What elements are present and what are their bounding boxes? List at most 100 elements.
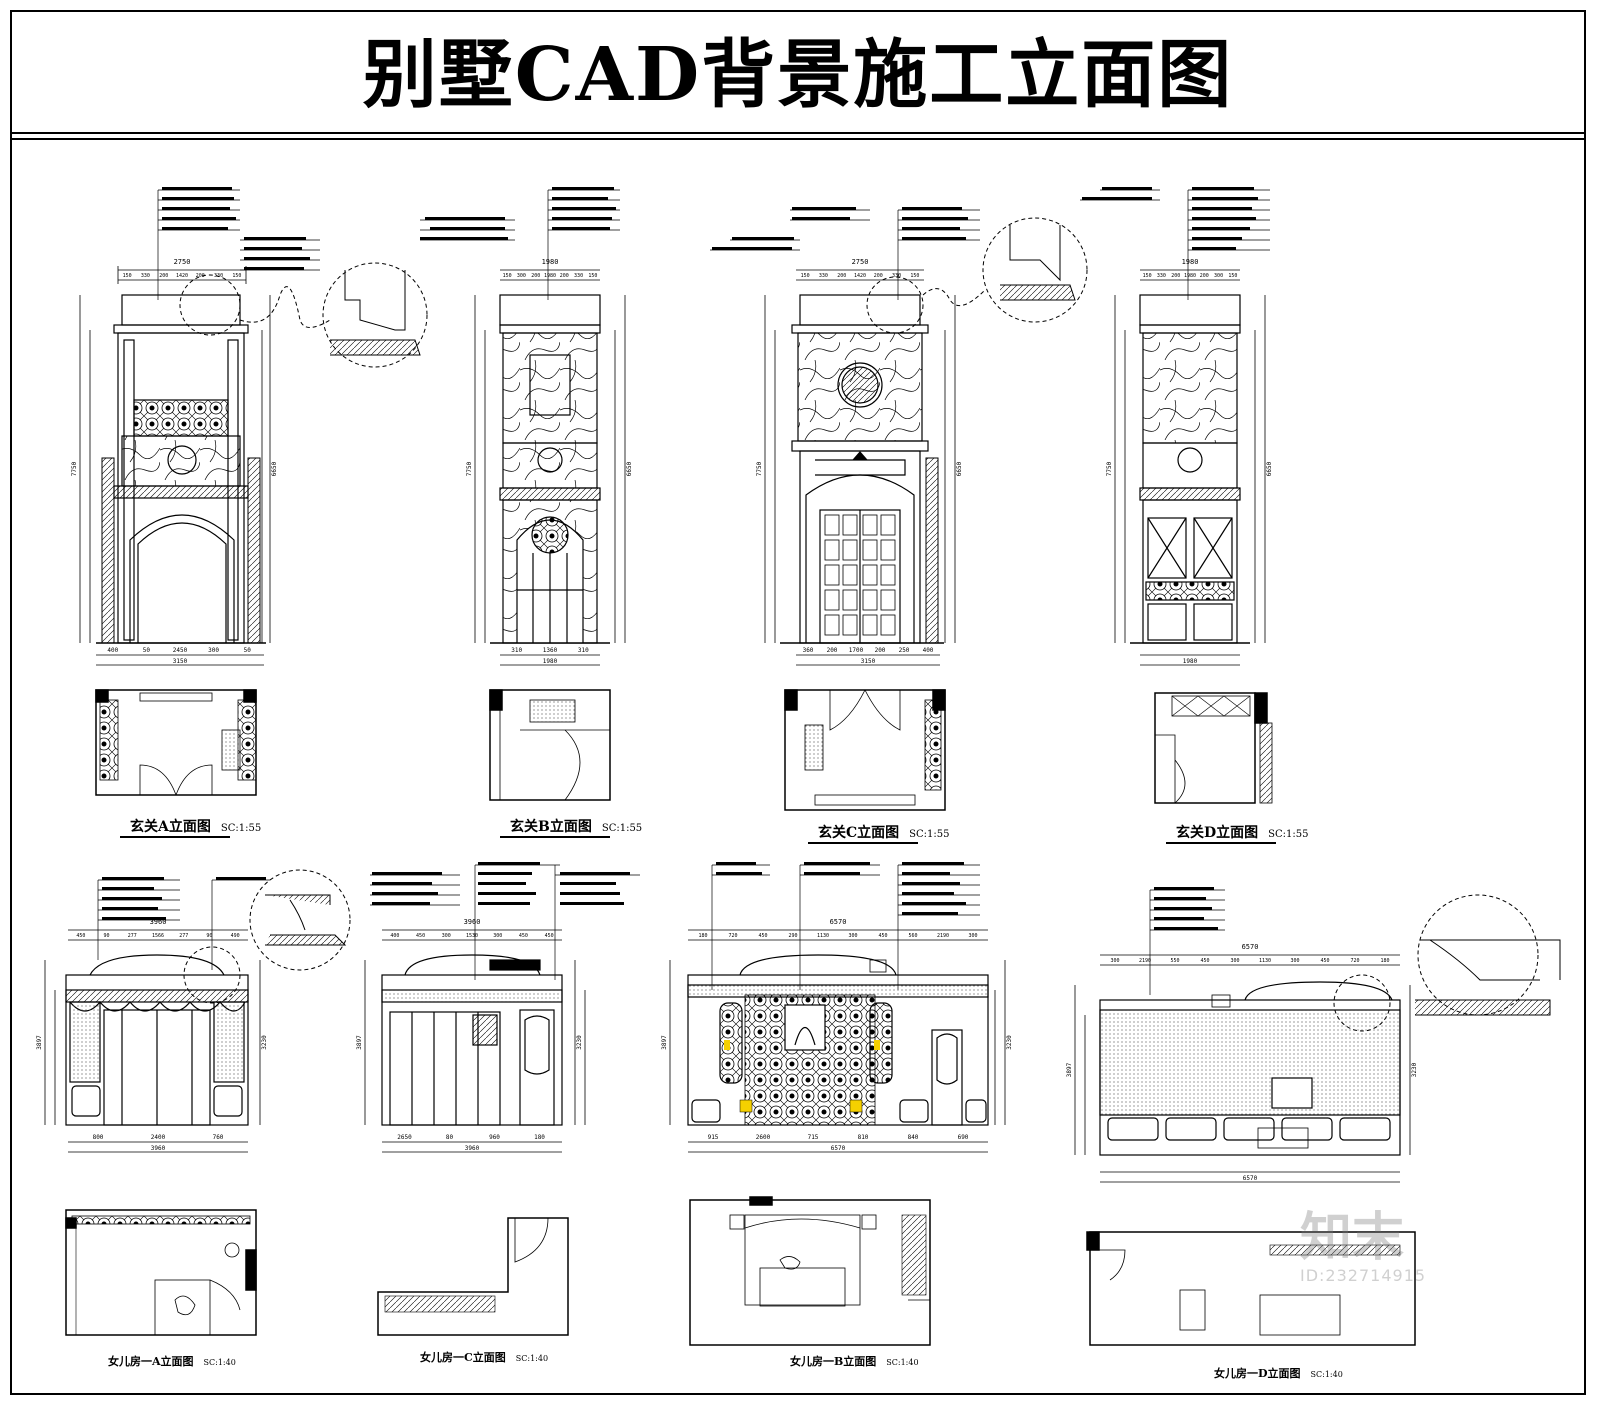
dimension-text: 400 <box>923 647 934 654</box>
girl-room-a-elevation <box>44 869 351 1153</box>
dimension-text: 915 <box>708 1134 719 1141</box>
dimension-text: 1420 <box>176 273 188 279</box>
dimension-text: 3897 <box>1066 1062 1073 1077</box>
dimension-text: 7750 <box>1106 461 1113 476</box>
dimension-text: 1530 <box>466 933 478 939</box>
dimension-text: 400 <box>390 933 399 939</box>
caption-title: 女儿房一A立面图 <box>108 1355 194 1368</box>
dimension-text: 150 <box>123 273 132 279</box>
foyer-a-plan <box>95 689 257 796</box>
dimension-text: 450 <box>878 933 887 939</box>
caption-underline <box>1166 842 1276 844</box>
dimension-text: 715 <box>808 1134 819 1141</box>
dimension-text: 3897 <box>356 1035 363 1050</box>
dimension-text: 310 <box>511 647 522 654</box>
dimension-text: 2750 <box>174 258 191 266</box>
dimension-text: 310 <box>578 647 589 654</box>
dimension-text: 3230 <box>1006 1035 1013 1050</box>
caption-scale: SC:1:55 <box>1268 829 1309 840</box>
dimension-text: 50 <box>143 647 151 654</box>
dimension-text: 3960 <box>465 1145 480 1152</box>
watermark: 知末 ID:232714915 <box>1300 1210 1480 1310</box>
dimension-text: 150 <box>503 273 512 279</box>
dimension-text: 760 <box>213 1134 224 1141</box>
dimension-text: 6570 <box>830 918 847 926</box>
caption-title: 女儿房一C立面图 <box>420 1351 506 1364</box>
caption-scale: SC:1:55 <box>909 829 950 840</box>
dimension-text: 7750 <box>466 461 473 476</box>
caption-title: 玄关B立面图 <box>510 819 592 835</box>
dimension-text: 7750 <box>756 461 763 476</box>
dimension-text: 300 <box>517 273 526 279</box>
dimension-text: 450 <box>1200 958 1209 964</box>
dimension-text: 300 <box>968 933 977 939</box>
dimension-text: 1130 <box>1259 958 1271 964</box>
caption-girl-room-b: 女儿房一B立面图 SC:1:40 <box>790 1350 919 1369</box>
caption-title: 玄关A立面图 <box>130 819 211 835</box>
dimension-text: 1980 <box>542 258 559 266</box>
dimension-text: 300 <box>848 933 857 939</box>
dimension-text: 490 <box>231 933 240 939</box>
foyer-a-elevation <box>79 187 428 666</box>
caption-scale: SC:1:40 <box>203 1358 236 1367</box>
dimension-text: 200 <box>1200 273 1209 279</box>
dimension-text: 3897 <box>661 1035 668 1050</box>
dimension-text: 150 <box>910 273 919 279</box>
caption-underline <box>808 842 918 844</box>
caption-title: 女儿房一B立面图 <box>790 1355 877 1368</box>
dimension-text: 810 <box>858 1134 869 1141</box>
foyer-b-elevation <box>420 187 626 666</box>
dimension-text: 3897 <box>36 1035 43 1050</box>
dimension-text: 7750 <box>71 461 78 476</box>
dimension-text: 277 <box>179 933 188 939</box>
girl-room-c-plan <box>377 1217 569 1336</box>
dimension-text: 2750 <box>852 258 869 266</box>
dimension-text: 200 <box>196 273 205 279</box>
watermark-logo: 知末 <box>1300 1208 1405 1268</box>
dimension-text: 200 <box>560 273 569 279</box>
dimension-text: 450 <box>1320 958 1329 964</box>
dimension-text: 200 <box>827 647 838 654</box>
dimension-text: 90 <box>104 933 110 939</box>
foyer-d-plan <box>1154 692 1273 804</box>
dimension-text: 300 <box>493 933 502 939</box>
girl-room-a-plan <box>65 1209 257 1336</box>
dimension-text: 80 <box>446 1134 454 1141</box>
dimension-text: 330 <box>1157 273 1166 279</box>
dimension-text: 200 <box>1171 273 1180 279</box>
dimension-text: 150 <box>1228 273 1237 279</box>
dimension-text: 300 <box>442 933 451 939</box>
dimension-text: 840 <box>908 1134 919 1141</box>
dimension-text: 200 <box>874 273 883 279</box>
dimension-text: 1420 <box>854 273 866 279</box>
caption-scale: SC:1:40 <box>886 1358 919 1367</box>
dimension-text: 3960 <box>464 918 481 926</box>
dimension-text: 960 <box>489 1134 500 1141</box>
dimension-text: 3230 <box>576 1035 583 1050</box>
girl-room-b-elevation <box>669 862 1006 1153</box>
dimension-text: 300 <box>1214 273 1223 279</box>
title-block: 别墅CAD背景施工立面图 <box>10 10 1586 134</box>
dimension-text: 200 <box>531 273 540 279</box>
dimension-text: 6650 <box>1266 461 1273 476</box>
dimension-text: 3230 <box>1411 1062 1418 1077</box>
sheet-border <box>10 10 1586 1395</box>
dimension-text: 720 <box>728 933 737 939</box>
dimension-text: 450 <box>416 933 425 939</box>
dimension-text: 200 <box>837 273 846 279</box>
dimension-text: 180 <box>534 1134 545 1141</box>
dimension-text: 3960 <box>150 918 167 926</box>
dimension-text: 1980 <box>544 273 556 279</box>
dimension-text: 1980 <box>543 658 558 665</box>
dimension-text: 150 <box>588 273 597 279</box>
dimension-text: 3150 <box>861 658 876 665</box>
dimension-text: 180 <box>1380 958 1389 964</box>
dimension-text: 50 <box>244 647 252 654</box>
title-divider <box>10 138 1586 140</box>
